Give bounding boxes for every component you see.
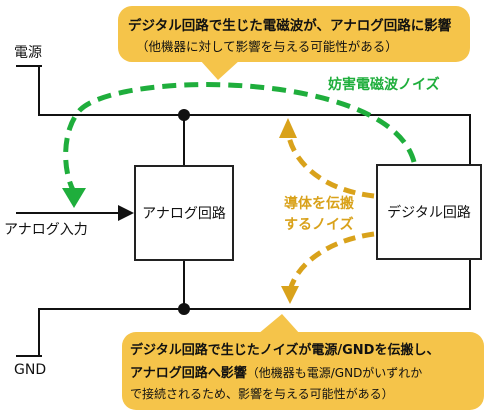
gnd-rail-vertical bbox=[38, 308, 40, 356]
conducted-noise-up-arrowhead bbox=[279, 118, 297, 138]
bottom-callout-line1: デジタル回路で生じたノイズが電源/GNDを伝搬し、 bbox=[130, 343, 440, 358]
analog-circuit-block: アナログ回路 bbox=[134, 165, 234, 261]
digital-circuit-block: デジタル回路 bbox=[376, 164, 482, 260]
analog-gnd-link bbox=[183, 260, 185, 310]
gnd-label: GND bbox=[14, 362, 47, 378]
em-noise-arrowhead bbox=[62, 188, 86, 208]
gnd-rail-left-stub bbox=[16, 355, 42, 357]
power-label: 電源 bbox=[14, 45, 42, 61]
bottom-callout-line3: で接続されるため、影響を与える可能性がある） bbox=[130, 387, 394, 401]
conducted-noise-down-arrowhead bbox=[281, 286, 299, 304]
bottom-callout-line2-bold: アナログ回路へ影響 bbox=[130, 366, 247, 381]
bottom-callout-line2: アナログ回路へ影響（他機器も電源/GNDがいずれか bbox=[130, 362, 422, 381]
gnd-rail bbox=[38, 308, 470, 310]
top-callout: デジタル回路で生じた電磁波が、アナログ回路に影響 （他機器に対して影響を与える可… bbox=[118, 6, 470, 62]
conducted-noise-down bbox=[287, 231, 375, 291]
em-noise-arc bbox=[63, 82, 417, 194]
analog-power-link bbox=[183, 114, 185, 166]
bottom-callout-tail bbox=[258, 314, 300, 334]
bottom-callout: デジタル回路で生じたノイズが電源/GNDを伝搬し、 アナログ回路へ影響（他機器も… bbox=[122, 332, 484, 410]
top-callout-line1: デジタル回路で生じた電磁波が、アナログ回路に影響 bbox=[128, 18, 452, 34]
conducted-noise-up bbox=[285, 131, 375, 199]
em-noise-label: 妨害電磁波ノイズ bbox=[328, 77, 440, 93]
conducted-noise-label-1: 導体を伝搬 bbox=[284, 196, 354, 212]
power-rail-vertical bbox=[38, 65, 40, 115]
power-rail bbox=[38, 114, 470, 116]
conducted-noise-label-2: するノイズ bbox=[284, 217, 354, 233]
power-node bbox=[178, 109, 190, 121]
power-rail-left-stub bbox=[16, 65, 42, 67]
analog-input-label: アナログ入力 bbox=[4, 222, 88, 238]
bottom-callout-line2-rest: （他機器も電源/GNDがいずれか bbox=[246, 366, 423, 380]
gnd-node bbox=[178, 303, 190, 315]
gnd-rail-right-rise bbox=[469, 260, 471, 310]
top-callout-line2: （他機器に対して影響を与える可能性がある） bbox=[136, 39, 398, 54]
power-rail-right-drop bbox=[469, 114, 471, 164]
